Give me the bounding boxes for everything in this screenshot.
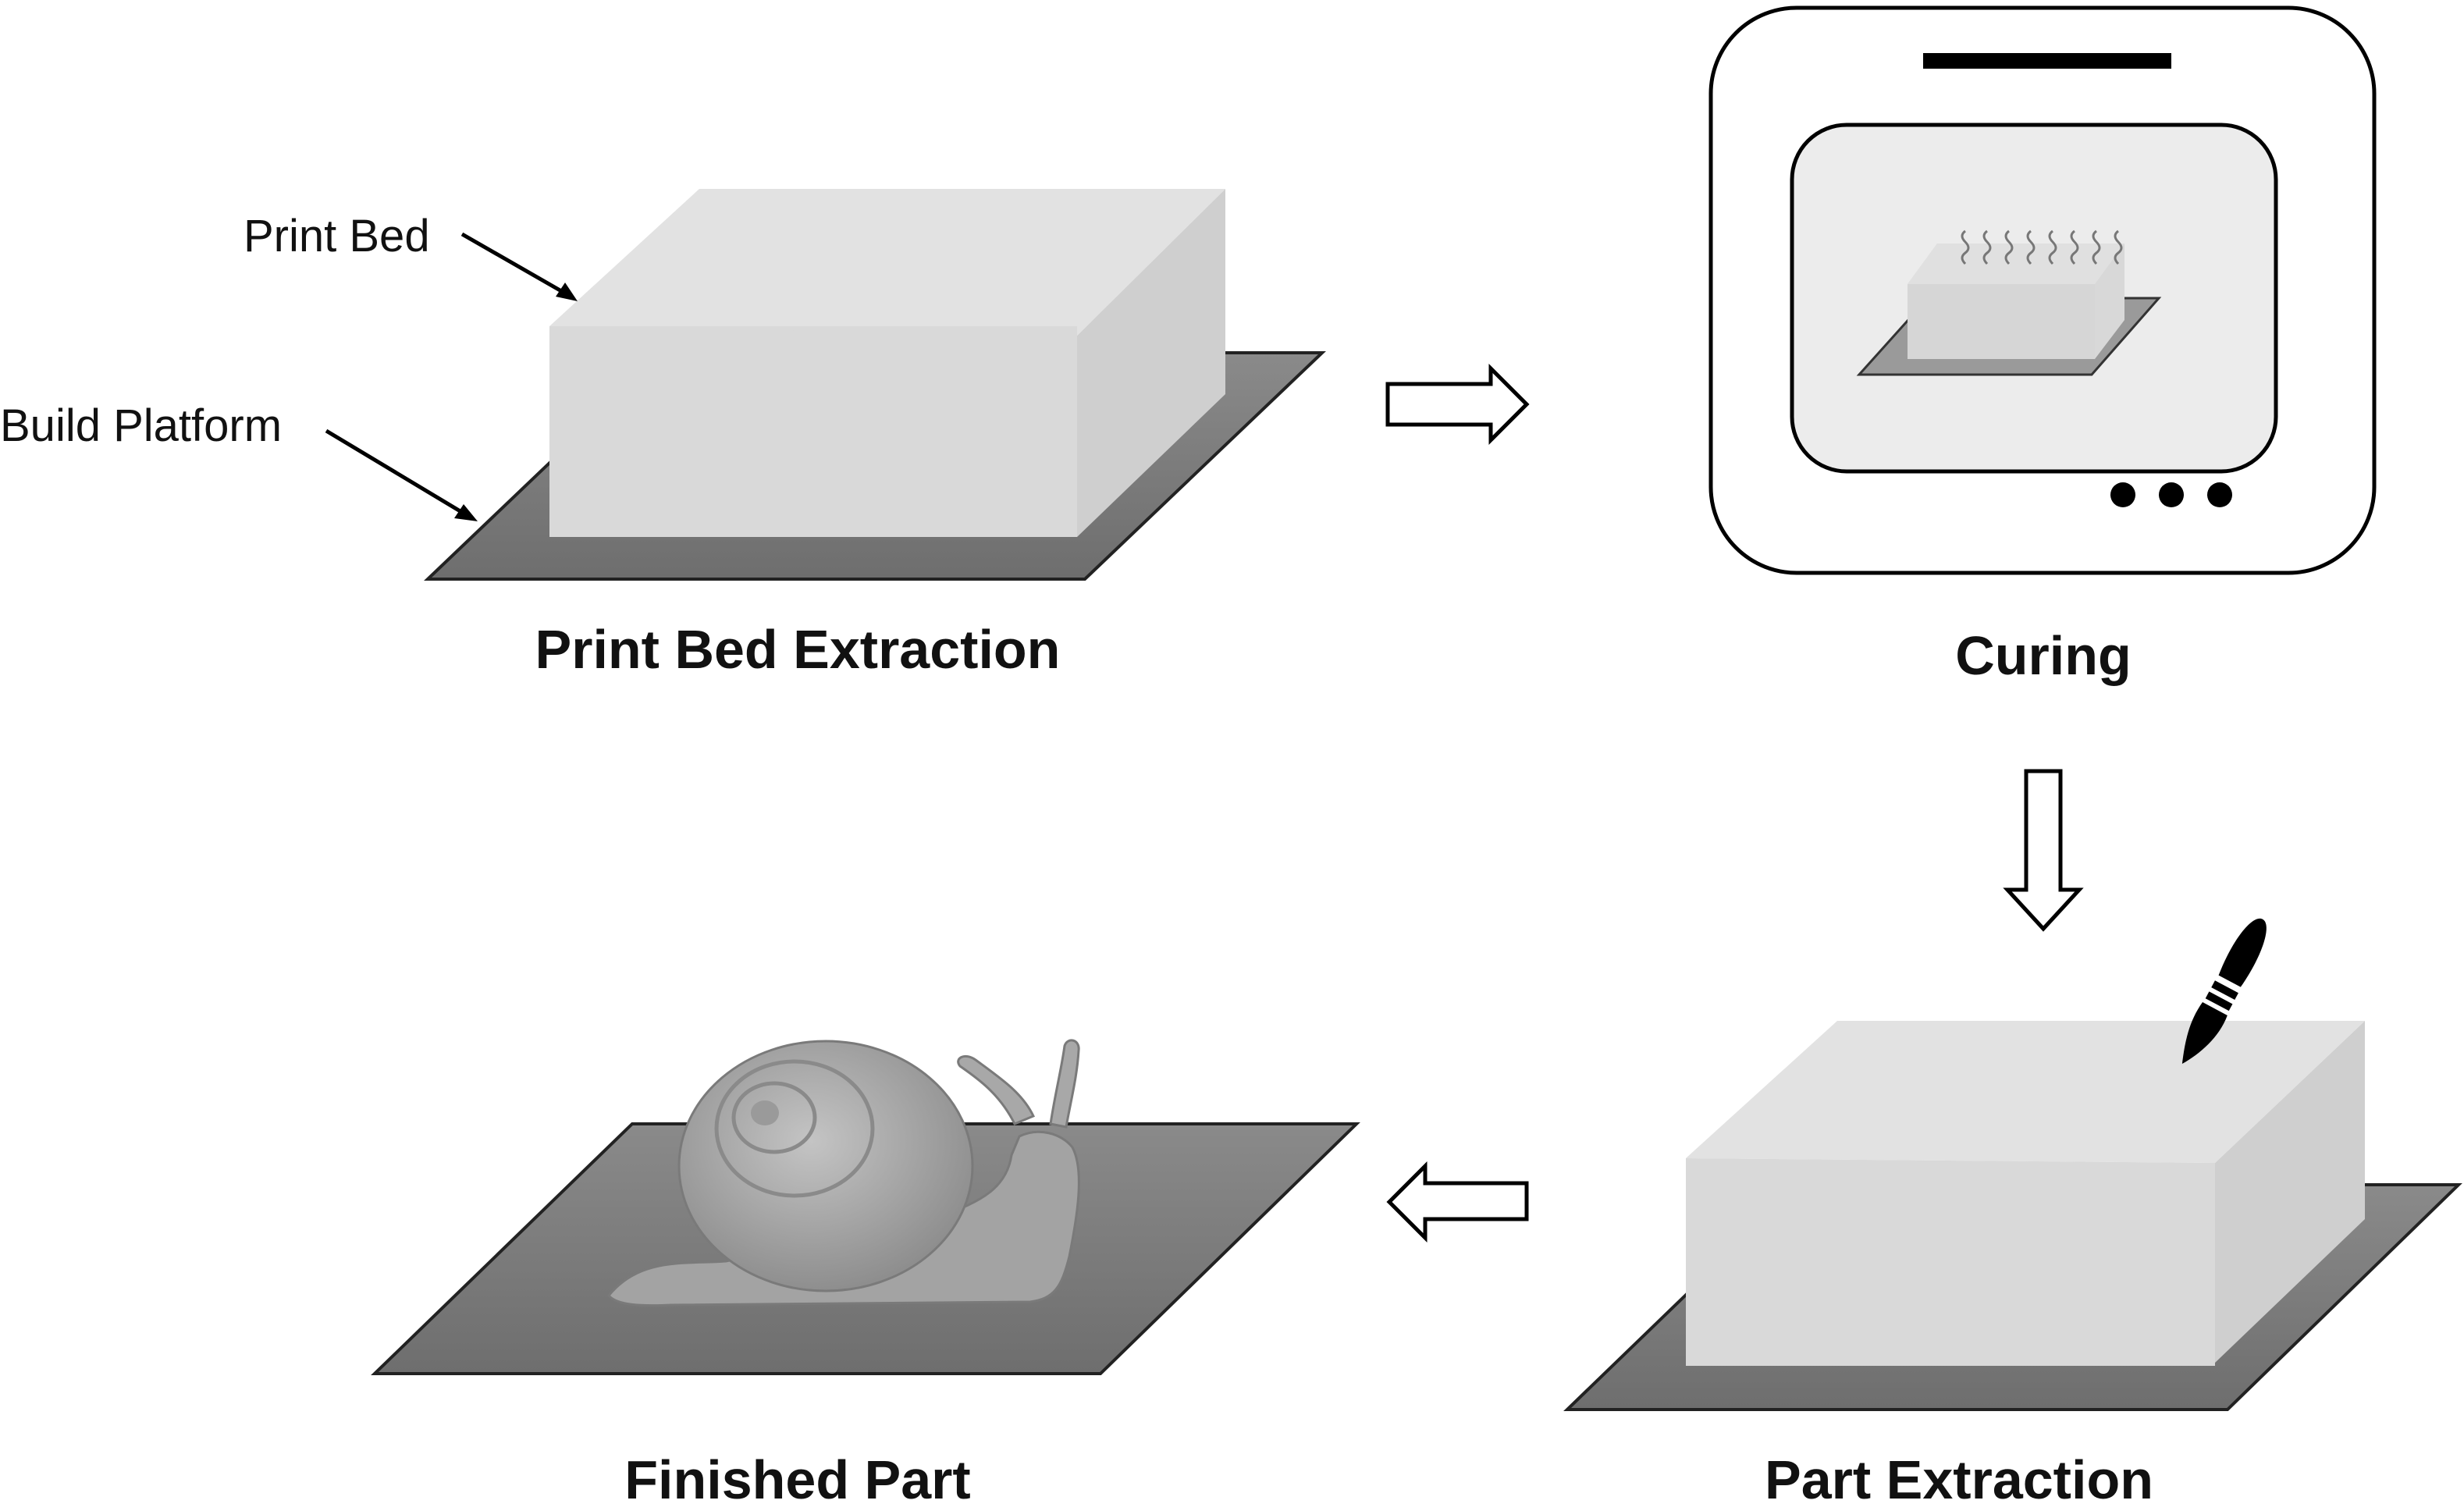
arrow-left-icon <box>1386 1161 1529 1243</box>
step-label-finished-part: Finished Part <box>624 1449 970 1510</box>
build-platform-label: Build Platform <box>0 400 282 451</box>
snail-shell <box>677 1040 974 1292</box>
oven-knob <box>2159 482 2184 507</box>
print-bed-top <box>549 189 1225 336</box>
build-platform-pointer-head <box>454 504 478 521</box>
part-block <box>1686 1158 2215 1366</box>
finished-part-panel: Finished Part <box>371 1039 1360 1510</box>
paintbrush-icon <box>2181 918 2267 1065</box>
print-bed-label: Print Bed <box>244 211 430 261</box>
print-bed-pointer-head <box>556 283 578 301</box>
curing-panel: Curing <box>1708 5 2377 686</box>
oven-knob <box>2110 482 2135 507</box>
step-label-curing: Curing <box>1955 625 2132 686</box>
part-extraction-panel: Part Extraction <box>1563 918 2462 1510</box>
heat-waves-icon <box>1961 229 2123 265</box>
step-label-part-extraction: Part Extraction <box>1765 1449 2153 1510</box>
print-bed-side <box>1077 189 1225 537</box>
print-bed-pointer <box>460 232 570 297</box>
arrow-down-icon <box>2003 769 2084 932</box>
oven-handle <box>1923 53 2171 69</box>
step-label-print-bed-extraction: Print Bed Extraction <box>535 619 1061 680</box>
print-bed-extraction-panel: Print Bed Build Platform Print Bed Extra… <box>0 189 1326 680</box>
oven-knob <box>2207 482 2232 507</box>
arrow-right-icon <box>1385 363 1530 446</box>
snail-model <box>607 1039 1080 1307</box>
build-platform-pointer <box>325 428 468 517</box>
